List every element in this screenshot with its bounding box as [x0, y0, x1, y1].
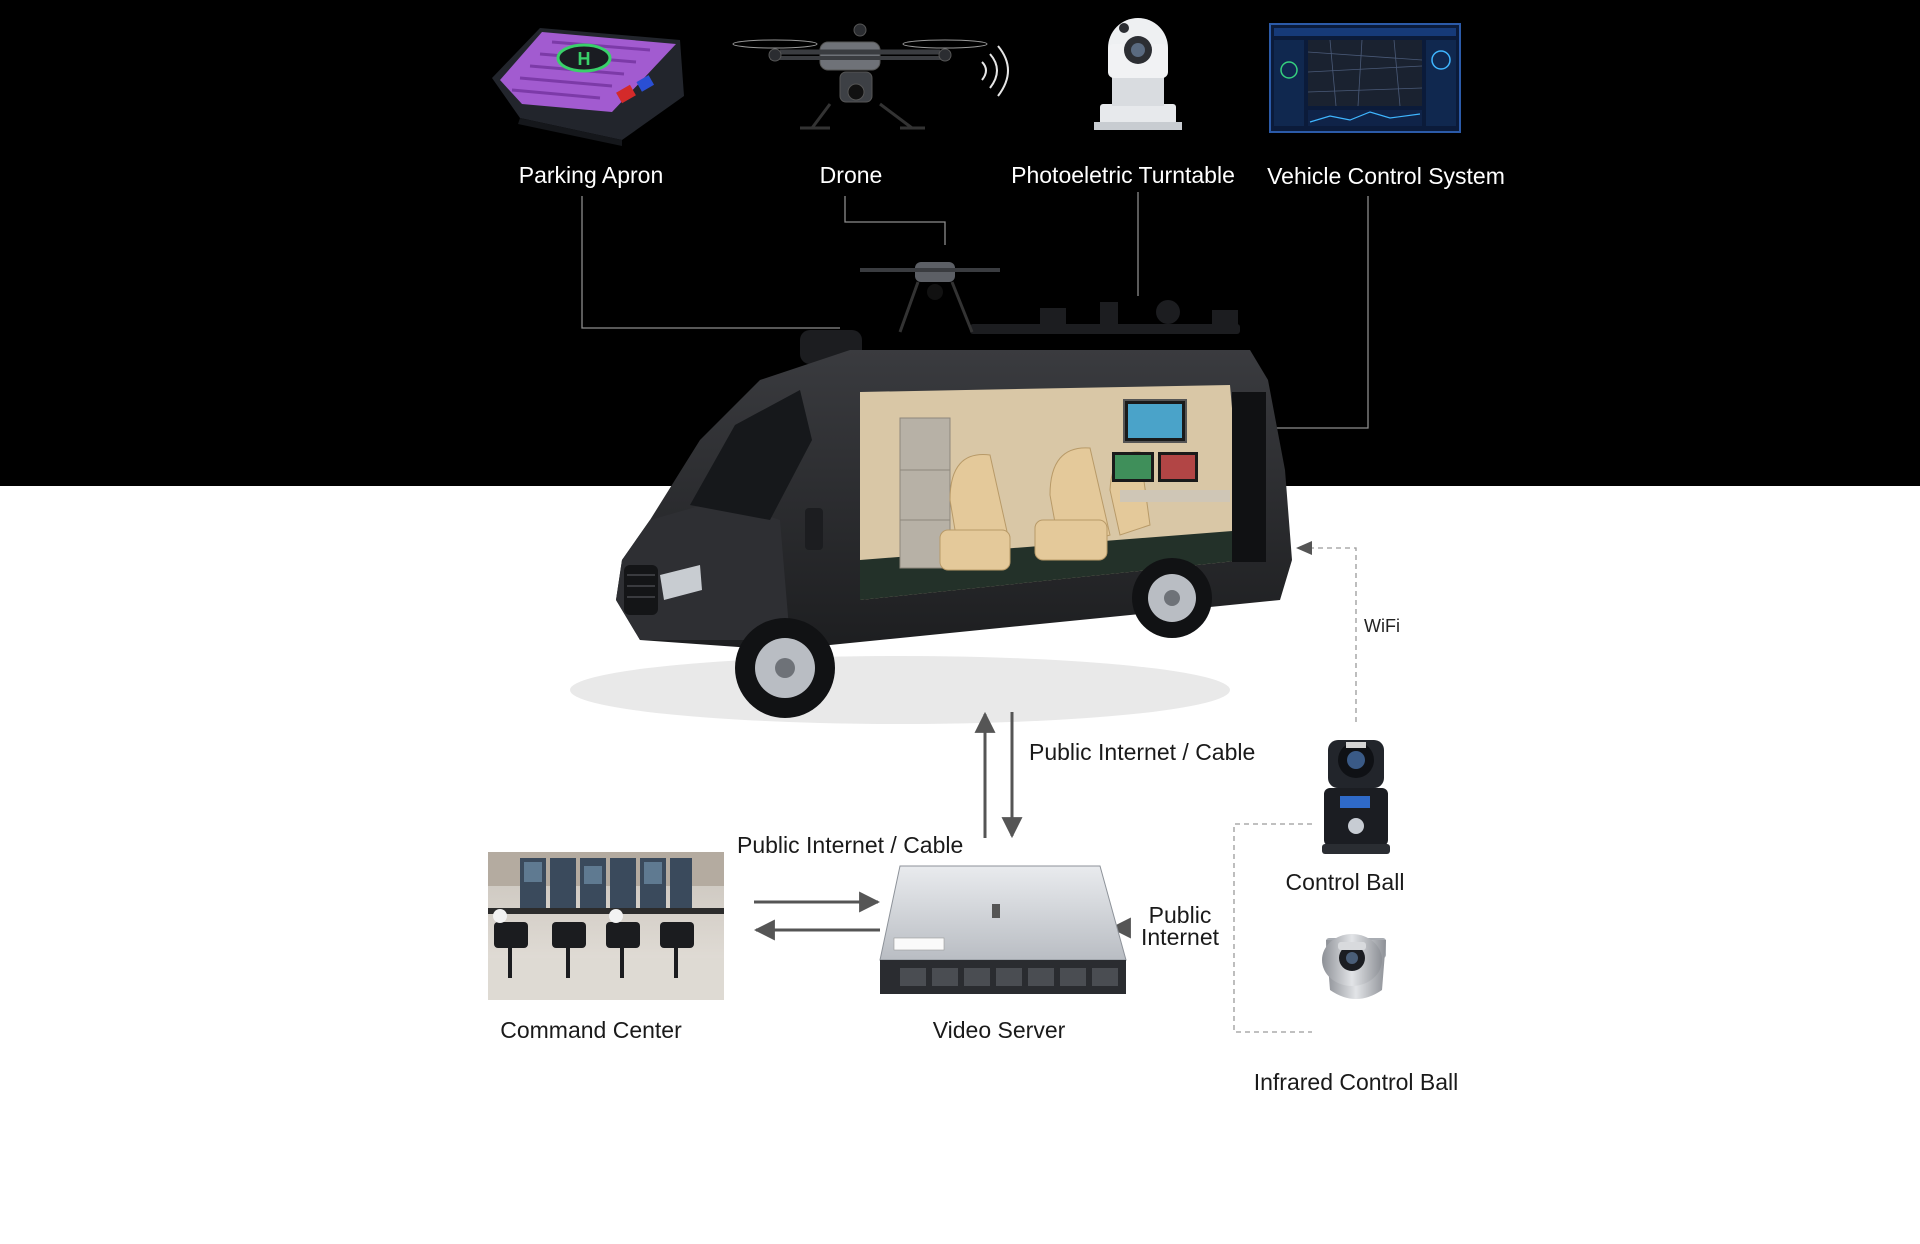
label-video-server: Video Server — [932, 1017, 1066, 1043]
connector-lines-top — [581, 192, 1369, 429]
svg-text:H: H — [578, 49, 591, 69]
label-drone: Drone — [819, 162, 883, 188]
connector-apron-to-van — [581, 196, 840, 329]
helipad-icon: H — [492, 28, 684, 146]
label-public-line1: Public — [1148, 902, 1212, 928]
wifi-arrowhead — [1296, 541, 1312, 555]
label-infrared-control-ball: Infrared Control Ball — [1253, 1069, 1459, 1095]
connector-lines-bottom — [753, 541, 1357, 1033]
dashed-connector-wifi — [1306, 547, 1357, 722]
label-vehicle-control-system: Vehicle Control System — [1267, 163, 1505, 189]
label-link-public-internet: Public Internet — [1141, 902, 1219, 950]
ptz-camera-icon — [1322, 740, 1390, 854]
label-command-center: Command Center — [500, 1017, 682, 1043]
label-photoelectric-turntable: Photoeletric Turntable — [1011, 162, 1235, 188]
control-room-icon — [488, 852, 724, 1000]
monitor-dashboard-icon — [1269, 23, 1461, 133]
label-public-line2: Internet — [1141, 924, 1219, 950]
drone-icon — [732, 23, 1009, 130]
turntable-camera-icon — [1094, 18, 1182, 130]
wireless-signal-icon — [981, 45, 1009, 97]
rack-server-icon — [879, 865, 1127, 994]
connector-drone-to-van — [844, 196, 946, 245]
command-van-icon — [570, 262, 1292, 724]
label-parking-apron: Parking Apron — [518, 162, 664, 188]
infrared-ptz-camera-icon — [1322, 934, 1386, 999]
label-link-command-server: Public Internet / Cable — [737, 832, 964, 858]
label-link-van-server: Public Internet / Cable — [1029, 739, 1256, 765]
dashed-connector-cameras — [1233, 823, 1312, 1033]
label-link-wifi: WiFi — [1364, 616, 1400, 636]
label-control-ball: Control Ball — [1285, 869, 1405, 895]
